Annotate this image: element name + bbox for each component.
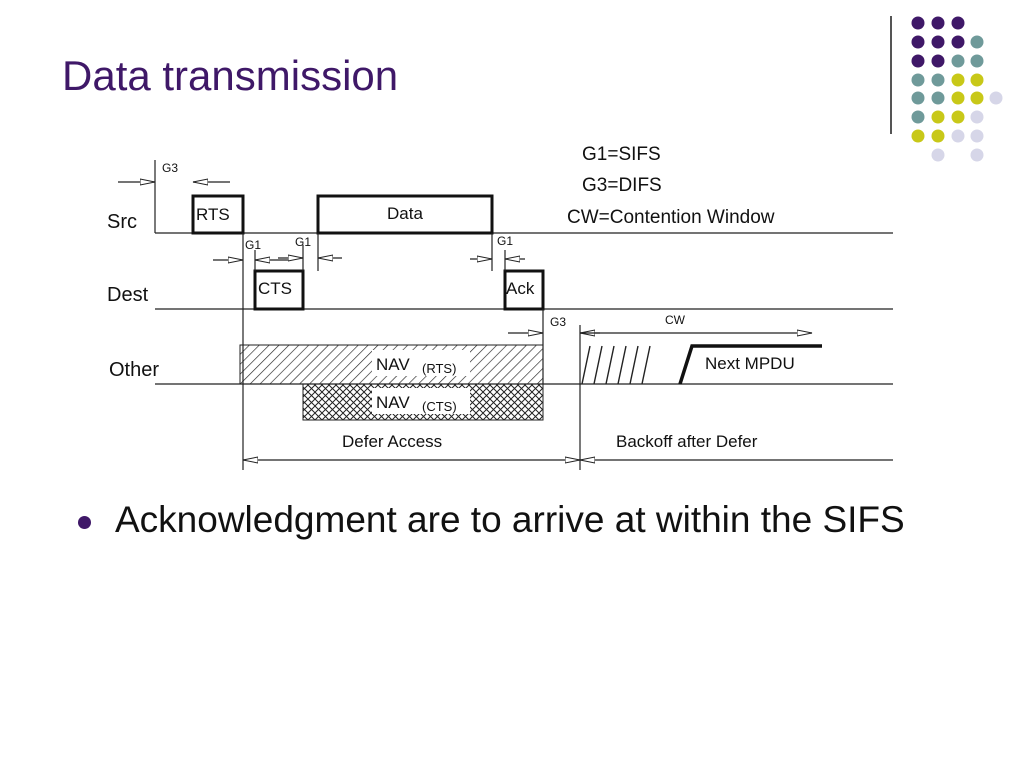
nav-cts-label: NAV	[376, 393, 410, 412]
row-label-other: Other	[109, 359, 159, 381]
ack-frame	[503, 269, 545, 311]
defer-access-label: Defer Access	[342, 432, 442, 451]
nav-rts-label: NAV	[376, 355, 410, 374]
data-frame	[316, 194, 494, 235]
g1c-label: G1	[497, 234, 513, 248]
cts-label: CTS	[258, 279, 292, 298]
next-mpdu-label: Next MPDU	[705, 354, 795, 373]
rts-frame	[191, 194, 245, 235]
next-mpdu-frame	[678, 344, 822, 385]
row-label-dest: Dest	[107, 284, 149, 306]
bullet-text: Acknowledgment are to arrive at within t…	[115, 499, 905, 540]
nav-cts-sub: (CTS)	[422, 399, 457, 414]
rts-label: RTS	[196, 205, 230, 224]
data-label: Data	[387, 204, 423, 223]
g1a-label: G1	[245, 238, 261, 252]
slide-title: Data transmission	[62, 52, 399, 99]
cts-frame	[253, 269, 305, 311]
legend-g3: G3=DIFS	[582, 175, 662, 196]
title-divider	[890, 16, 892, 134]
nav-rts-label-bg	[372, 350, 470, 376]
g3-other-label: G3	[550, 315, 566, 329]
g1b-label: G1	[295, 235, 311, 249]
bullet-dot-icon	[78, 516, 91, 529]
nav-cts-label-bg	[372, 388, 470, 414]
ack-label: Ack	[506, 279, 535, 298]
legend-cw: CW=Contention Window	[567, 207, 775, 228]
backoff-slashes	[581, 345, 651, 385]
row-label-src: Src	[107, 211, 137, 233]
nav-rts-sub: (RTS)	[422, 361, 456, 376]
g3-top-label: G3	[162, 161, 178, 175]
cw-label: CW	[665, 313, 686, 327]
legend-g1: G1=SIFS	[582, 144, 661, 165]
backoff-label: Backoff after Defer	[616, 432, 758, 451]
